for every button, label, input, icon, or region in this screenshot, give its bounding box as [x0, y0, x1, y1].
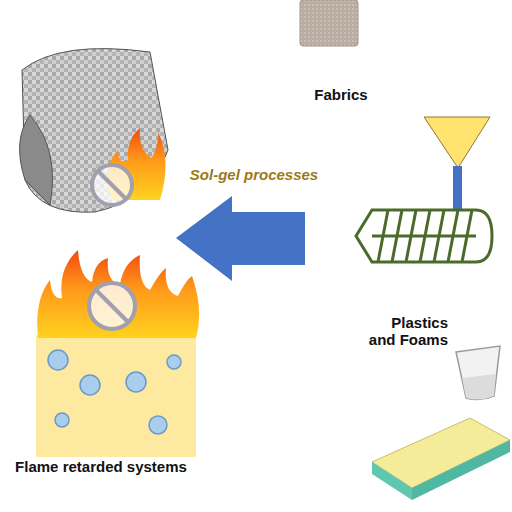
beaker-liquid [462, 374, 496, 400]
screw-flights [378, 210, 472, 262]
caption-label: Flame retarded systems [4, 458, 198, 475]
foam-side [372, 462, 412, 500]
woven-fabric [20, 49, 168, 213]
beaker [456, 346, 500, 400]
material-block [36, 335, 196, 457]
no-sign [92, 165, 132, 205]
no-sign-slash [98, 171, 126, 199]
caption-label: Fabrics [305, 86, 377, 103]
no-sign-slash [96, 290, 128, 322]
foam-slab [372, 418, 510, 500]
extruder [356, 117, 492, 262]
caption-label: Plastics and Foams [362, 314, 448, 348]
hopper [424, 117, 490, 168]
bubbles [48, 350, 181, 434]
flame-retarded-block [36, 250, 199, 457]
flames [37, 250, 199, 338]
foam-front [412, 440, 510, 500]
fabric-fold [20, 115, 53, 205]
feed-stem [453, 166, 462, 210]
screw-barrel [356, 210, 492, 262]
no-sign [89, 283, 135, 329]
fabric-swatch [300, 0, 358, 46]
beaker-body [456, 346, 500, 400]
process-label: Sol-gel processes [170, 166, 338, 183]
process-arrow [176, 196, 305, 281]
